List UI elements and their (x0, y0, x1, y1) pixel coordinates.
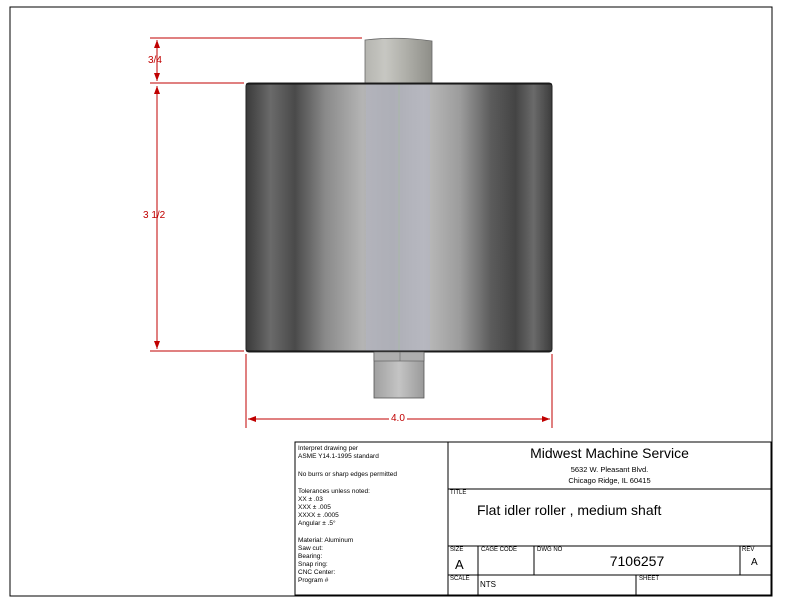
note-tol-xxx: XXX ± .005 (298, 504, 331, 511)
note-interpret: Interpret drawing per ASME Y14.1-1995 st… (298, 445, 379, 461)
rev-value: A (751, 557, 758, 568)
note-tol-title: Tolerances unless noted: (298, 488, 370, 495)
note-tolerances: Tolerances unless noted: XX ± .03 XXX ± … (298, 488, 370, 528)
size-label: SIZE (450, 547, 464, 553)
lower-shaft-collar (373, 351, 425, 362)
note-cnc-center: CNC Center: (298, 569, 336, 576)
size-value: A (455, 557, 464, 572)
dimension-shaft-height (150, 37, 362, 84)
note-program: Program # (298, 577, 329, 584)
note-snap-ring: Snap ring: (298, 561, 328, 568)
note-material-block: Material: Aluminum Saw cut: Bearing: Sna… (298, 537, 353, 585)
title-block-frame (294, 441, 772, 596)
note-bearing: Bearing: (298, 553, 323, 560)
note-interpret-line1: Interpret drawing per (298, 445, 358, 452)
rev-label: REV (742, 547, 755, 553)
dimension-roller-width (245, 354, 553, 428)
roller-flat-face (366, 84, 430, 351)
dwg-no-value: 7106257 (609, 553, 665, 569)
dwg-no-label: DWG NO (537, 547, 563, 553)
company-name: Midwest Machine Service (530, 445, 689, 461)
label-roller-width: 4.0 (389, 413, 407, 424)
sheet-label: SHEET (639, 576, 660, 582)
scale-value: NTS (480, 580, 496, 589)
sheet-border (9, 6, 773, 597)
note-tol-xxxx: XXXX ± .0005 (298, 512, 339, 519)
upper-shaft (364, 37, 433, 85)
note-interpret-line2: ASME Y14.1-1995 standard (298, 453, 379, 460)
drawing-title: Flat idler roller , medium shaft (477, 502, 662, 518)
company-address-2: Chicago Ridge, IL 60415 (568, 476, 651, 485)
note-material: Material: Aluminum (298, 537, 354, 544)
title-label: TITLE (450, 490, 467, 496)
company-address-1: 5632 W. Pleasant Blvd. (570, 465, 649, 474)
note-tol-xx: XX ± .03 (298, 496, 323, 503)
note-saw-cut: Saw cut: (298, 545, 323, 552)
scale-label: SCALE (450, 576, 470, 582)
label-shaft-height: 3/4 (148, 55, 162, 66)
cage-code-label: CAGE CODE (481, 547, 518, 553)
note-tol-angular: Angular ± .5° (298, 520, 336, 527)
label-roller-height: 3 1/2 (143, 210, 166, 221)
note-burrs: No burrs or sharp edges permitted (298, 471, 397, 478)
dimension-roller-height (150, 86, 244, 352)
